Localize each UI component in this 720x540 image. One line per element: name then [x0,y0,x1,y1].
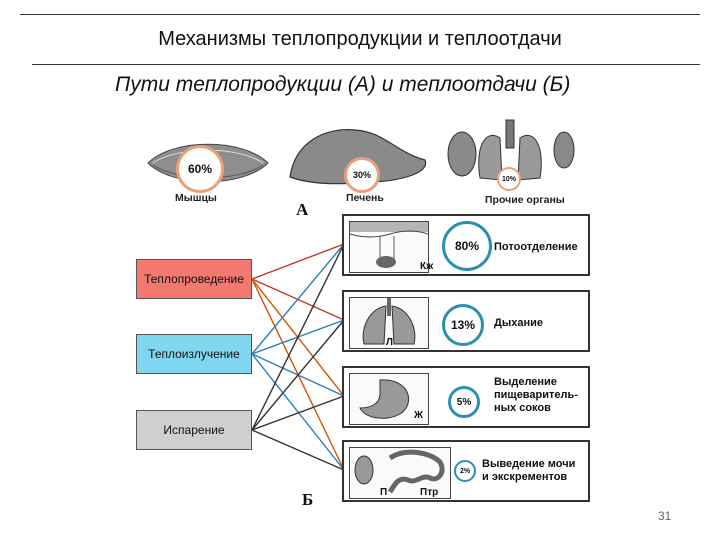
digestive-percent: 5% [448,386,480,418]
route-breathing: Л 13% Дыхание [342,290,590,352]
mechanism-radiation: Теплоизлучение [136,334,252,374]
lungs-icon [349,297,429,349]
line-evap-breath [251,319,345,431]
muscle-percent: 60% [176,145,224,193]
route-digestive: Ж 5% Выделение пищеваритель- ных соков [342,366,590,428]
other-organs-icon [447,119,575,181]
muscle-label: Мышцы [175,192,217,204]
slide-subtitle: Пути теплопродукции (А) и теплоотдачи (Б… [115,73,571,96]
line-evap-excrete [251,429,345,471]
digestive-text: Выделение пищеваритель- ных соков [494,376,578,415]
lungs-letter: Л [386,337,394,348]
kidney-intestine-icon [349,447,451,499]
line-radiation-excrete [251,353,345,471]
route-sweating: Кж 80% Потоотделение [342,214,590,276]
skin-icon [349,221,429,273]
liver-label: Печень [346,192,384,204]
digestive-text-line-3: ных соков [494,402,551,414]
other-organs-percent: 10% [497,167,521,191]
stomach-icon [349,373,429,425]
line-evap-sweat [251,243,345,431]
excretion-text-line-2: и экскрементов [482,471,568,483]
excretion-percent: 2% [454,460,476,482]
stomach-letter: Ж [414,410,424,421]
line-radiation-sweat [251,243,345,355]
route-excretion: П Птр 2% Выведение мочи и экскрементов [342,440,590,502]
other-organs-label: Прочие органы [485,194,565,206]
mechanism-conduction: Теплопроведение [136,259,252,299]
breathing-percent: 13% [442,304,484,346]
kidney-letter: П [380,487,388,498]
line-evap-digest [251,395,345,431]
line-conduction-sweat [251,243,345,280]
skin-letter: Кж [420,261,434,272]
section-a-letter: А [296,200,309,219]
excretion-text: Выведение мочи и экскрементов [482,458,575,484]
intestine-letter: Птр [420,487,439,498]
title-underline [32,64,700,65]
mechanism-evaporation: Испарение [136,410,252,450]
breathing-text: Дыхание [494,317,543,329]
slide-title: Механизмы теплопродукции и теплоотдачи [158,28,562,50]
digestive-text-line-2: пищеваритель- [494,389,578,401]
digestive-text-line-1: Выделение [494,376,557,388]
sweating-percent: 80% [442,221,492,271]
sweating-text: Потоотделение [494,241,578,253]
top-rule [20,14,700,15]
liver-percent: 30% [344,157,380,193]
page-number: 31 [658,509,672,523]
section-b-letter: Б [302,490,314,509]
excretion-text-line-1: Выведение мочи [482,458,576,470]
